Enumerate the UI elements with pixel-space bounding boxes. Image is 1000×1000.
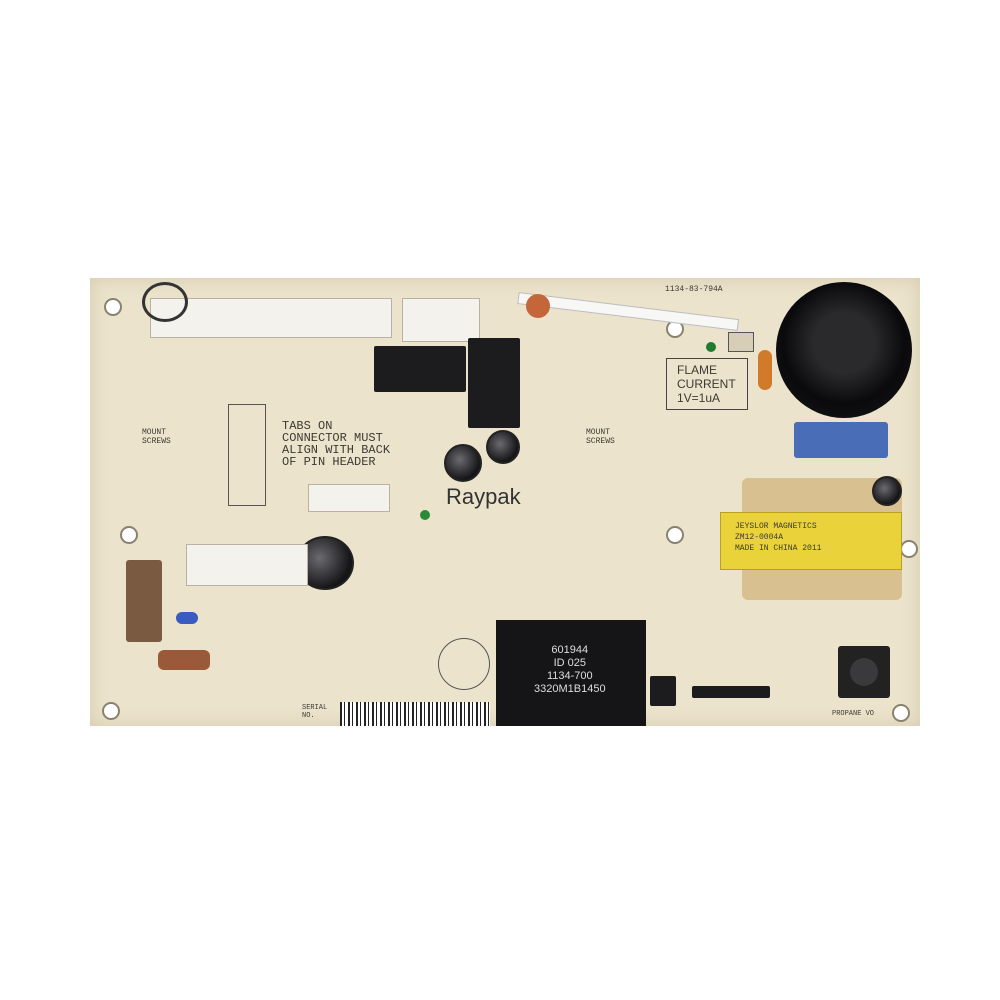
led bbox=[420, 510, 430, 520]
mount-hole bbox=[120, 526, 138, 544]
mount-hole bbox=[102, 702, 120, 720]
wire-connector bbox=[150, 298, 392, 338]
wire bbox=[517, 292, 740, 332]
button-cap[interactable] bbox=[850, 658, 878, 686]
varistor bbox=[526, 294, 550, 318]
notice-text: TABS ON CONNECTOR MUST ALIGN WITH BACK O… bbox=[282, 419, 391, 469]
wire-connector bbox=[186, 544, 308, 586]
circuit-board: 1134-83-794A TABS ON CONNECTOR MUST ALIG… bbox=[90, 278, 920, 726]
mount-hole bbox=[900, 540, 918, 558]
capacitor bbox=[872, 476, 902, 506]
capacitor bbox=[158, 650, 210, 670]
mount-hole bbox=[892, 704, 910, 722]
transformer-text: JEYSLOR MAGNETICS ZM12-0004A MADE IN CHI… bbox=[735, 522, 822, 553]
mount-hole bbox=[104, 298, 122, 316]
diode bbox=[176, 612, 198, 624]
controller-text: 601944 ID 025 1134-700 3320M1B1450 bbox=[534, 644, 606, 695]
capacitor bbox=[444, 444, 482, 482]
inductor bbox=[728, 332, 754, 352]
pin-header bbox=[692, 686, 770, 698]
relay bbox=[374, 346, 466, 392]
capacitor bbox=[486, 430, 520, 464]
film-capacitor bbox=[794, 422, 888, 458]
mount-hole bbox=[666, 526, 684, 544]
part-number-label: 1134-83-794A bbox=[665, 285, 723, 294]
ignition-coil bbox=[776, 282, 912, 418]
serial-label: SERIAL NO. bbox=[302, 704, 328, 720]
flame-current-label: FLAME CURRENT 1V=1uA bbox=[666, 358, 748, 410]
barcode bbox=[340, 702, 490, 726]
connector-diagram bbox=[228, 404, 266, 506]
relay bbox=[468, 338, 520, 428]
reset-button[interactable] bbox=[838, 646, 890, 698]
wire-plug bbox=[126, 560, 162, 642]
certification-logo bbox=[142, 282, 188, 322]
buzzer-outline bbox=[438, 638, 490, 690]
transformer-label: JEYSLOR MAGNETICS ZM12-0004A MADE IN CHI… bbox=[720, 512, 902, 570]
mount-screws-label: MOUNT SCREWS bbox=[142, 428, 171, 446]
controller-module: 601944 ID 025 1134-700 3320M1B1450 bbox=[496, 620, 646, 726]
mount-screws-label: MOUNT SCREWS bbox=[586, 428, 615, 446]
pin-header bbox=[650, 676, 676, 706]
pin-header bbox=[308, 484, 390, 512]
brand-logo: Raypak bbox=[446, 484, 521, 509]
wire-connector bbox=[402, 298, 480, 342]
capacitor bbox=[758, 350, 772, 390]
led bbox=[706, 342, 716, 352]
propane-label: PROPANE VO bbox=[832, 710, 875, 718]
